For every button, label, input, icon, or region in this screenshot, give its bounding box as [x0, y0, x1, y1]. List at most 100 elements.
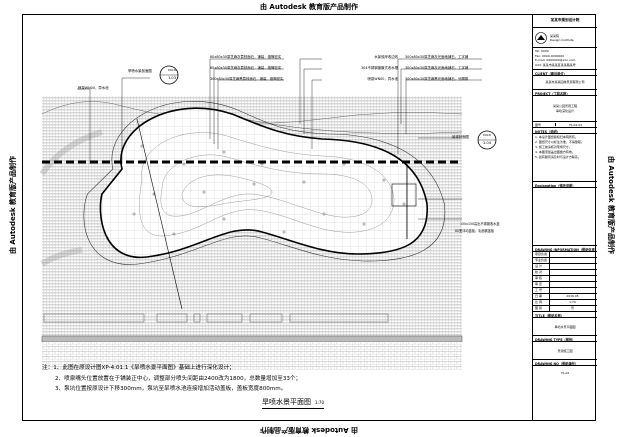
callouts-top-right: 300x80x30厚芝麻灰光面地铺石，工字铺 300x80x30厚芝麻灰光面地铺…: [405, 52, 468, 85]
tb-explanation-label: Explanation（修改说明）: [533, 182, 597, 188]
tb-note-line: 2. 图纸尺寸以标注为准，不得量取。: [535, 140, 584, 144]
tb-company: 某某市规划设计院: [533, 14, 597, 28]
logo-icon: [535, 31, 547, 44]
note-item: 1、此图在原设计图XP-4.01.1《旱喷水景平面图》基础上进行深化设计；: [53, 365, 235, 371]
callout-text: 304不锈钢镀膜式收水槽: [361, 66, 398, 70]
tb-info-row: 项目负责: [533, 252, 597, 258]
info-value: [550, 270, 595, 275]
fountain-pond-outline: [99, 107, 428, 258]
callout-text: 80x80x30厚芝麻灰荔枝面石，铺装，缝隙密实: [210, 55, 282, 59]
info-label: 工 号: [535, 288, 550, 293]
tb-note-line: 5. 如有疑问请及时与设计方联系。: [535, 155, 581, 159]
tb-project: 某某公园景观工程 旱喷深化设计: [533, 96, 597, 122]
drawing-scale: 1:70: [315, 400, 324, 405]
tb-note-line: 1. 本设计图纸版权归本院所有。: [535, 135, 578, 139]
tb-drawing-no-value: YS-02: [560, 371, 570, 375]
tb-project-label: PROJECT（工程名称）: [533, 90, 597, 96]
tb-sheet-no: 图号 YS-02-01: [533, 122, 597, 128]
pump-pit: [391, 183, 417, 207]
callout-detail-2: 80宽浮动盖板，毛面钢盖板: [455, 229, 495, 233]
tb-client-value: 某某市某某园林景观有限公司: [533, 76, 597, 90]
tb-info-row: 校 对: [533, 270, 597, 276]
section-marker-left: [159, 65, 179, 85]
info-label: 比 例: [535, 300, 550, 305]
tb-explanation-area: [533, 188, 597, 246]
callout-text: 300x80x30厚芝麻灰光面地铺石，工字铺: [405, 55, 469, 59]
tb-info-row: 设 计: [533, 264, 597, 270]
tb-contact: Tel: 0000 Fax: 0000-0000000 E-mail: 0000…: [533, 48, 597, 70]
tb-drawing-no-label: DRAWING NO（图纸编号）: [533, 360, 597, 366]
info-value: 1:70: [569, 300, 576, 304]
logo-name: 某某院: [550, 33, 560, 38]
callout-text: 300x80x30厚芝麻黑光面地铺石，分隔带: [405, 77, 469, 81]
callout-text: 水景驳岸收边线: [374, 55, 398, 59]
callout-section-ref-right: 景观剖面图: [452, 135, 469, 139]
callout-section-ref: 旱喷水景剖面图: [128, 69, 152, 73]
tb-info-row: 专业负责: [533, 258, 597, 264]
note-item: 2、喷泉嘴头位置放置在于铺装正中心，调整部分喷头间距由2400改为1800，总数…: [55, 375, 302, 382]
tb-drawing-type-label: DRAWING TYPE（图别）: [533, 336, 597, 342]
tb-info-row: 图 别景: [533, 306, 597, 312]
contact-line: Add: 某某市某某区某某路某号: [535, 62, 576, 67]
tb-info-row: 日 期 2016.05: [533, 294, 597, 300]
contact-line: Fax: 0000-0000000: [535, 53, 565, 58]
tb-drawing-type-value: 景观施工图: [533, 342, 597, 360]
tb-note-line: 3. 施工前请核对现场尺寸。: [535, 145, 572, 149]
tb-drawing-info-label: DRAWING INFORMATION（图纸信息）: [533, 248, 597, 252]
callout-text: 300x80x30厚芝麻灰光面地铺石，工字铺: [405, 66, 469, 70]
info-value: [550, 258, 595, 263]
section-sheet-left: 1.03: [167, 76, 176, 80]
tb-title-label: TITLE（图纸名称）: [533, 312, 597, 318]
section-sheet-right: 1.04: [482, 141, 491, 145]
tb-project-value: 某某公园景观工程: [552, 104, 577, 108]
info-label: 审 定: [535, 282, 550, 287]
logo-sub: Design Institute: [550, 37, 574, 42]
tb-info-row: 比 例 1:70: [533, 300, 597, 306]
info-label: 图 别: [535, 306, 550, 311]
watermark-bottom: 由 Autodesk 教育版产品制作: [260, 426, 359, 434]
tb-info-table: 项目负责专业负责设 计校 对审 核审 定工 号日 期 2016.05 比 例 1:70…: [533, 252, 597, 312]
info-value: [550, 264, 595, 269]
callout-detail-1: 150x150高出不锈钢收水盖: [460, 222, 500, 226]
watermark-top: 由 Autodesk 教育版产品制作: [259, 3, 358, 11]
callouts-top-left: 80x80x30厚芝麻灰荔枝面石，铺装，缝隙密实 80x80x30厚芝麻灰荔枝面…: [210, 52, 283, 85]
contact-line: E-mail: 0000000@xxx.com: [535, 58, 576, 63]
tb-client-label: CLIENT（建设单位）: [533, 70, 597, 76]
info-value: 2016.05: [566, 294, 579, 298]
sheet-no-value: YS-02-01: [568, 123, 583, 127]
benches: [43, 313, 389, 323]
info-label: 项目负责: [535, 252, 550, 257]
tb-info-row: 审 核: [533, 276, 597, 282]
callout-fountain: 喷泉WN00，异水池: [78, 86, 109, 90]
tb-info-row: 工 号: [533, 288, 597, 294]
info-value: 景: [570, 306, 574, 310]
plan-drawing: [22, 14, 530, 421]
info-label: 日 期: [535, 294, 550, 299]
contact-line: Tel: 0000: [535, 49, 549, 53]
section-id-right: PXLD: [483, 133, 491, 137]
notes-prefix: 注：: [42, 365, 54, 371]
info-label: 校 对: [535, 270, 550, 275]
drawing-title-text: 旱喷水景平面图: [262, 398, 311, 406]
info-value: [550, 288, 595, 293]
tb-notes-label: NOTES（说明）: [533, 128, 597, 134]
sheet-no-label: 图号: [535, 123, 556, 127]
drawing-frame: [22, 14, 596, 421]
info-label: 专业负责: [535, 258, 550, 263]
info-value: [550, 282, 595, 287]
callout-text: 300x80x30厚芝麻黑荔枝面石，铺装，缝隙密实: [210, 77, 284, 81]
section-id-left: PXLD: [168, 68, 176, 72]
watermark-right: 由 Autodesk 教育版产品制作: [607, 155, 615, 254]
tb-title-value: 旱喷水景平面图: [533, 318, 597, 336]
drawing-title: 旱喷水景平面图 1:70: [262, 397, 324, 409]
info-value: [550, 252, 595, 257]
fountain-nozzles: [132, 144, 406, 236]
watermark-left: 由 Autodesk 教育版产品制作: [9, 156, 17, 255]
tb-info-row: 审 定: [533, 282, 597, 288]
callout-text: 喷泉WN00，异水池: [367, 77, 398, 81]
callout-text: 80x80x30厚芝麻灰荔枝面石，铺装，缝隙密实: [210, 66, 282, 70]
tb-project-sub: 旱喷深化设计: [555, 109, 574, 113]
info-value: [550, 276, 595, 281]
